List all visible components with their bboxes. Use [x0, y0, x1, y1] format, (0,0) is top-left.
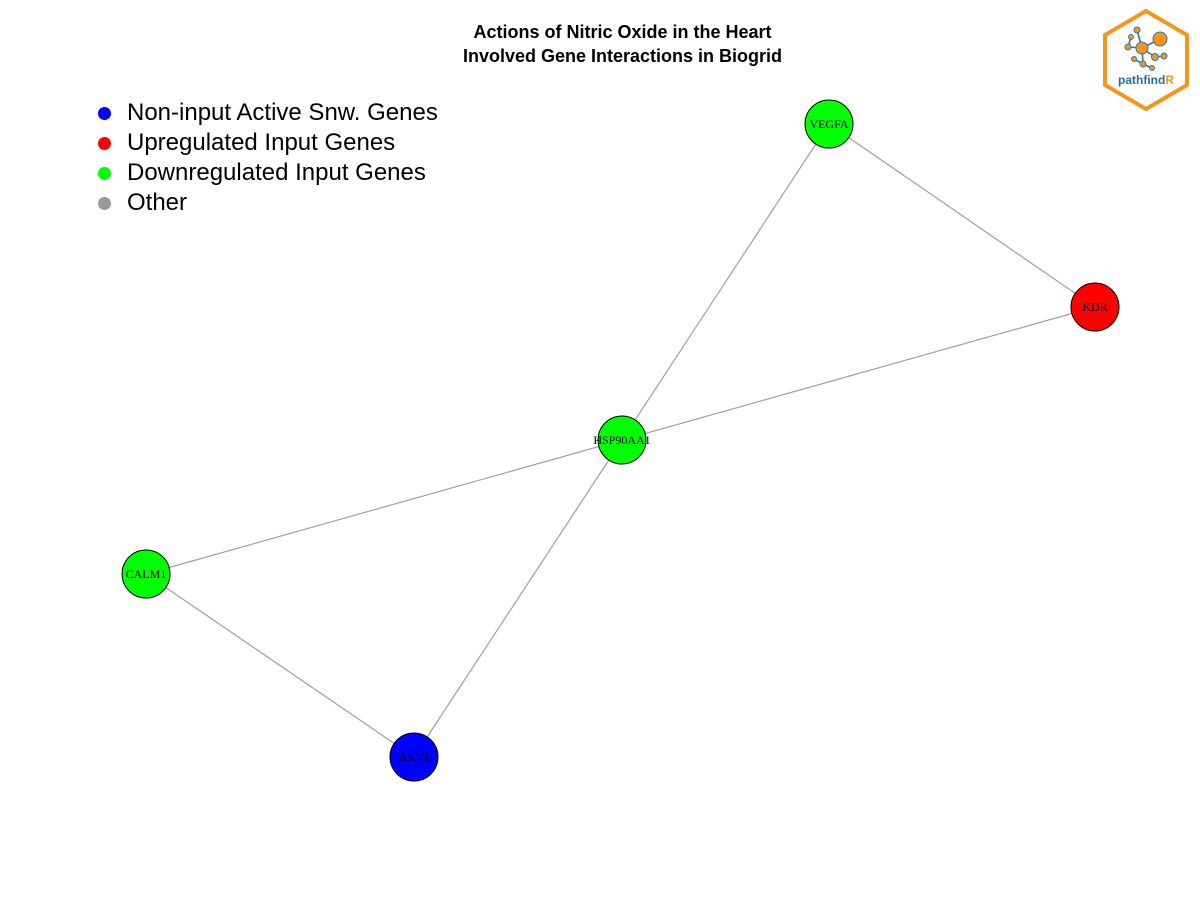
- edge-vegfa-kdr: [828, 123, 1096, 308]
- network-edges: [145, 123, 1096, 758]
- title-line-1: Actions of Nitric Oxide in the Heart: [473, 22, 772, 42]
- legend-label: Other: [127, 189, 188, 216]
- edge-hsp90aa1-akt1: [413, 439, 623, 758]
- legend-label: Upregulated Input Genes: [127, 129, 396, 156]
- legend-label: Downregulated Input Genes: [127, 159, 426, 186]
- logo-nodes-icon: [1124, 26, 1168, 71]
- node-kdr: KDR: [1070, 282, 1120, 332]
- legend-dot-icon: [98, 106, 111, 120]
- legend-dot-icon: [98, 196, 111, 210]
- node-hsp90aa1: HSP90AA1: [593, 415, 651, 465]
- node-circle: [389, 732, 439, 782]
- edge-calm1-akt1: [145, 573, 415, 758]
- node-label: HSP90AA1: [593, 433, 650, 447]
- logo-text-accent: R: [1165, 73, 1174, 87]
- legend-dot-icon: [98, 136, 111, 150]
- chart-title: Actions of Nitric Oxide in the Heart Inv…: [0, 20, 1200, 68]
- node-vegfa: VEGFA: [804, 99, 854, 149]
- legend-item-downregulated: Downregulated Input Genes: [98, 158, 438, 188]
- edge-hsp90aa1-calm1: [145, 439, 623, 575]
- legend-item-upregulated: Upregulated Input Genes: [98, 128, 438, 158]
- node-label: CALM1: [126, 567, 167, 581]
- edge-kdr-hsp90aa1: [621, 306, 1096, 441]
- node-label: VEGFA: [809, 117, 848, 131]
- logo-hexagon-icon: [1103, 8, 1189, 112]
- node-circle: [1070, 282, 1120, 332]
- legend-item-non-input: Non-input Active Snw. Genes: [98, 98, 438, 128]
- legend: Non-input Active Snw. Genes Upregulated …: [98, 98, 438, 218]
- legend-item-other: Other: [98, 188, 438, 218]
- edge-vegfa-hsp90aa1: [621, 123, 830, 441]
- node-circle: [597, 415, 647, 465]
- pathfindr-logo: pathfindR: [1103, 8, 1189, 112]
- title-line-2: Involved Gene Interactions in Biogrid: [462, 46, 783, 66]
- node-label: AKT1: [399, 750, 430, 764]
- node-circle: [804, 99, 854, 149]
- node-label: KDR: [1082, 300, 1107, 314]
- logo-text: pathfindR: [1118, 73, 1174, 87]
- node-akt1: AKT1: [389, 732, 439, 782]
- node-calm1: CALM1: [121, 549, 171, 599]
- logo-text-main: pathfind: [1118, 73, 1165, 87]
- legend-label: Non-input Active Snw. Genes: [127, 99, 438, 126]
- node-circle: [121, 549, 171, 599]
- legend-dot-icon: [98, 166, 111, 180]
